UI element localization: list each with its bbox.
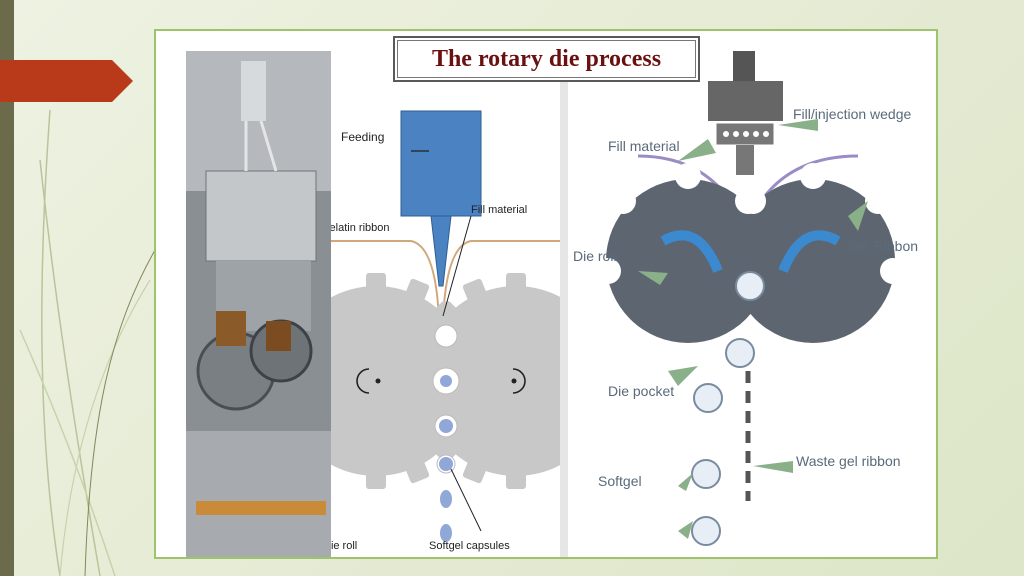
label-feeding: Feeding — [341, 130, 384, 144]
label-gelatin-ribbon: Gelatin ribbon — [331, 222, 390, 234]
label-fill-injection-wedge: Fill/injection wedge — [793, 106, 911, 122]
softgel-capsules — [432, 324, 460, 542]
label-waste-gel-ribbon: Waste gel ribbon — [796, 453, 901, 469]
slide-title: The rotary die process — [431, 45, 662, 72]
label-gel-ribbon: Gel Ribbon — [848, 238, 918, 254]
left-accent-bar — [0, 0, 14, 576]
label-die-roll-right: Die roll — [573, 248, 617, 264]
label-softgel-capsules: Softgel capsules — [429, 540, 510, 552]
title-arrow-shape — [0, 60, 133, 102]
title-box: The rotary die process — [393, 36, 700, 82]
content-frame: Feeding Gelatin ribbon Fill material Die… — [154, 29, 938, 559]
label-softgel: Softgel — [598, 473, 642, 489]
rotary-die-detail-schematic: Fill/injection wedge Fill material Die r… — [568, 41, 936, 557]
decorative-lines — [19, 109, 156, 576]
rotary-die-schematic: Feeding Gelatin ribbon Fill material Die… — [331, 51, 561, 557]
panel-divider — [560, 51, 568, 557]
softgel-pellets — [691, 271, 765, 546]
label-die-roll-left: Die roll — [331, 540, 357, 552]
machine-photo — [186, 51, 331, 557]
label-fill-material-left: Fill material — [471, 204, 527, 216]
label-fill-material-right: Fill material — [608, 138, 680, 154]
label-die-pocket: Die pocket — [608, 383, 674, 399]
